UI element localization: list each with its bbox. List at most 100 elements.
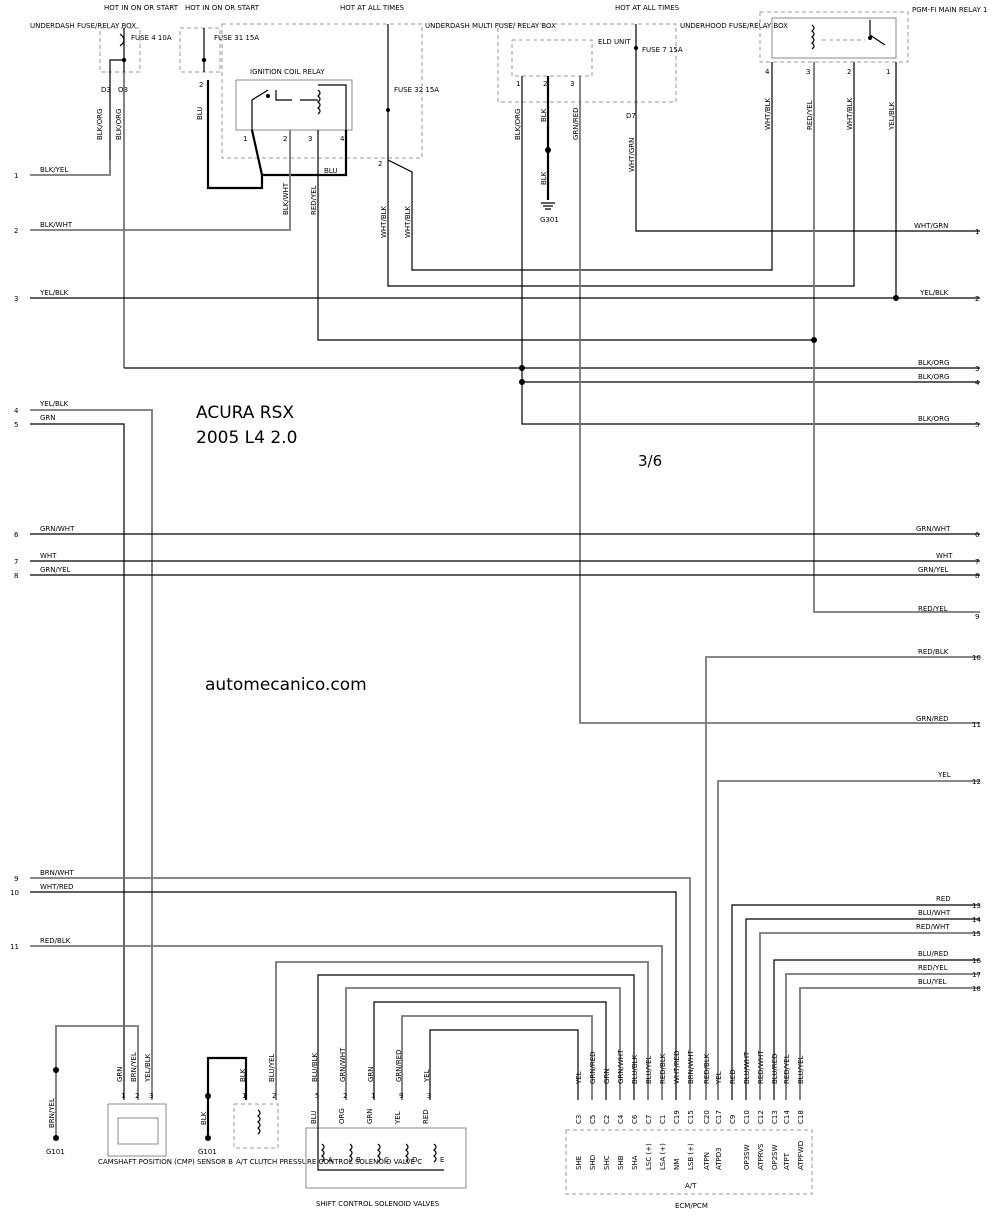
wire-d3: BLK/ORG xyxy=(96,109,104,140)
ecm-pin-c3: C3 xyxy=(575,1115,583,1124)
right-conn-2-wire: YEL/BLK xyxy=(919,289,949,297)
ecm-pin-c14: C14 xyxy=(783,1110,791,1124)
ecm-pin-c10: C10 xyxy=(743,1110,751,1124)
ecm-wire-c1: RED/BLK xyxy=(659,1053,667,1084)
wire-eld2b: BLK xyxy=(540,171,548,185)
ignition-coil-relay-label: IGNITION COIL RELAY xyxy=(250,68,325,76)
shift-solenoids: 5 2 1 9 3 BLU/BLK GRN/WHT GRN GRN/RED YE… xyxy=(305,1047,467,1208)
ecm-signal-13: ATPRVS xyxy=(757,1143,765,1170)
ecm-wire-c14: RED/YEL xyxy=(783,1054,791,1084)
ecm-pin-c1: C1 xyxy=(659,1115,667,1124)
clutch-wire-1: BLK xyxy=(239,1068,247,1082)
wire-pgm1: YEL/BLK xyxy=(888,101,896,131)
eld-pin-2: 2 xyxy=(543,80,547,88)
ecm-wire-c10: BLU/WHT xyxy=(743,1051,751,1084)
shift-wire-5: YEL xyxy=(423,1069,431,1083)
ecm-pin-c6: C6 xyxy=(631,1114,639,1124)
fuse7-heading: HOT AT ALL TIMES xyxy=(615,4,680,12)
left-conn-11-num: 11 xyxy=(10,943,19,951)
fuse4-supply: HOT IN ON OR START UNDERDASH FUSE/RELAY … xyxy=(30,4,179,94)
right-conn-12-wire: YEL xyxy=(937,771,951,779)
solenoid-d: D xyxy=(412,1156,417,1164)
right-conn-3-wire: BLK/ORG xyxy=(918,359,949,367)
relay-pin-2: 2 xyxy=(283,135,287,143)
right-conn-9-wire: RED/YEL xyxy=(918,605,948,613)
fuse32-box-name: UNDERDASH MULTI FUSE/ RELAY BOX xyxy=(425,22,556,30)
wire-relay-pin2: BLK/WHT xyxy=(282,182,290,215)
relay-pin-4: 4 xyxy=(340,135,345,143)
ecm-pin-c19: C19 xyxy=(673,1110,681,1124)
wire-pgm4: WHT/BLK xyxy=(764,97,772,130)
pgm-fi-main-relay: PGM-FI MAIN RELAY 1 4 3 2 1 xyxy=(759,6,987,76)
right-conn-7-wire: WHT xyxy=(936,552,953,560)
fuse4-pin-d3: D3 xyxy=(101,86,111,94)
clutch-solenoid: BLK G101 1 2 BLK BLU/YEL A/T CLUTCH PRES… xyxy=(198,1053,422,1166)
ecm-wire-c4: GRN/WHT xyxy=(617,1049,625,1084)
wire-eld2: BLK xyxy=(540,108,548,122)
left-conn-5-wire: GRN xyxy=(40,414,56,422)
wire-o3: BLK/ORG xyxy=(115,109,123,140)
left-conn-7-num: 7 xyxy=(14,558,18,566)
left-connectors: 1 BLK/YEL 2 BLK/WHT 3 YEL/BLK 4 YEL/BLK … xyxy=(10,166,75,951)
clutch-wire-2: BLU/YEL xyxy=(268,1053,276,1082)
left-conn-5-num: 5 xyxy=(14,421,18,429)
right-conn-16-num: 16 xyxy=(972,957,981,965)
shift-bottom-2: ORG xyxy=(338,1108,346,1124)
right-conn-15-wire: RED/WHT xyxy=(916,923,950,931)
cmp-wire-1: GRN xyxy=(116,1066,124,1082)
shift-wire-2: GRN/WHT xyxy=(339,1047,347,1082)
fuse32-label: FUSE 32 15A xyxy=(394,86,439,94)
left-conn-3-num: 3 xyxy=(14,295,18,303)
ecm-wire-c19: WHT/RED xyxy=(673,1051,681,1085)
wire-pgm2: WHT/BLK xyxy=(846,97,854,130)
right-connectors: 1 WHT/GRN 2 YEL/BLK 3 BLK/ORG 4 BLK/ORG … xyxy=(914,222,981,993)
left-conn-6-num: 6 xyxy=(14,531,19,539)
right-conn-12-num: 12 xyxy=(972,778,981,786)
ecm-signal-2: SHD xyxy=(589,1155,597,1170)
shift-bottom-1: BLU xyxy=(310,1111,318,1124)
fuse7-pin: D7 xyxy=(626,112,636,120)
wire-pgm3: RED/YEL xyxy=(806,100,814,130)
fuse32-supply: HOT AT ALL TIMES UNDERDASH MULTI FUSE/ R… xyxy=(221,4,556,168)
solenoid-b: B xyxy=(356,1156,361,1164)
left-conn-4-wire: YEL/BLK xyxy=(39,400,69,408)
wire-cmp-ground: BRN/YEL xyxy=(48,1098,56,1128)
right-conn-6-num: 6 xyxy=(975,531,980,539)
shift-bottom-5: RED xyxy=(422,1109,430,1124)
shift-wire-4: GRN/RED xyxy=(395,1049,403,1082)
left-conn-4-num: 4 xyxy=(14,407,19,415)
right-conn-13-num: 13 xyxy=(972,902,981,910)
cmp-sensor: BRN/YEL G101 1 2 3 GRN BRN/YEL YEL/BLK C… xyxy=(46,1025,233,1166)
mid-wiring xyxy=(30,409,980,1100)
ecm-wire-c3: YEL xyxy=(575,1071,583,1085)
right-conn-3-num: 3 xyxy=(975,365,979,373)
ground-g101-a: G101 xyxy=(46,1148,65,1156)
right-conn-8-num: 8 xyxy=(975,572,979,580)
ecm-pin-c7: C7 xyxy=(645,1115,653,1124)
wire-eld1: BLK/ORG xyxy=(514,109,522,140)
watermark: automecanico.com xyxy=(205,675,367,695)
pgm-pin-4: 4 xyxy=(765,68,770,76)
shift-wire-1: BLU/BLK xyxy=(311,1052,319,1082)
ecm-wire-c20: RED/BLK xyxy=(703,1053,711,1084)
wire-clutch-ground: BLK xyxy=(200,1111,208,1125)
pgm-pin-1: 1 xyxy=(886,68,890,76)
right-conn-1-num: 1 xyxy=(975,228,979,236)
ecm-wire-c17: YEL xyxy=(715,1071,723,1085)
pgm-pin-3: 3 xyxy=(806,68,810,76)
ecm-signal-14: OP2SW xyxy=(771,1144,779,1170)
ground-g101-b: G101 xyxy=(198,1148,217,1156)
fuse4-heading: HOT IN ON OR START xyxy=(104,4,179,12)
right-conn-4-wire: BLK/ORG xyxy=(918,373,949,381)
wire-eld3: GRN/RED xyxy=(572,107,580,140)
pgm-fi-relay-label: PGM-FI MAIN RELAY 1 xyxy=(912,6,987,14)
shift-pin-4: 9 xyxy=(399,1092,403,1100)
right-conn-10-num: 10 xyxy=(972,654,981,662)
ecm-pcm: A/T ECM/PCM xyxy=(565,1129,813,1210)
ecm-signal-5: SHA xyxy=(631,1155,639,1170)
left-conn-6-wire: GRN/WHT xyxy=(40,525,75,533)
ecm-pins: C3YELC5GRN/REDC2GRNC4GRN/WHTC6BLU/BLKC7B… xyxy=(575,1049,805,1170)
left-conn-3-wire: YEL/BLK xyxy=(39,289,69,297)
ecm-signal-7: LSA (+) xyxy=(659,1143,667,1170)
ecm-pin-c12: C12 xyxy=(757,1110,765,1124)
